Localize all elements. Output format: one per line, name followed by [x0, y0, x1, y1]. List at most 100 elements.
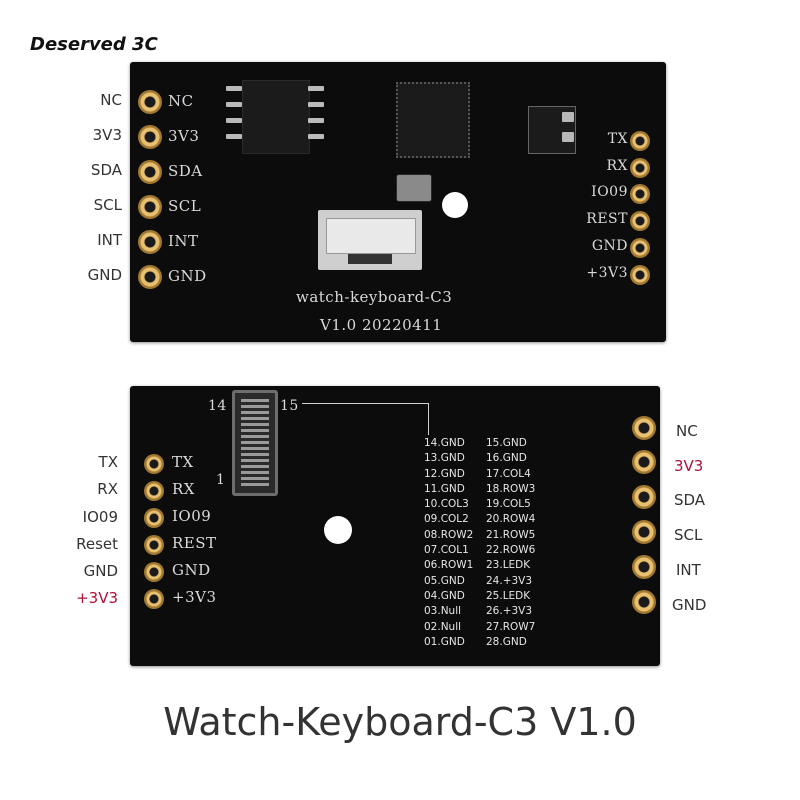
pinmap-entry: 11.GND: [424, 482, 465, 495]
chip-pin: [308, 102, 324, 107]
top-right-pad-tx: [630, 131, 650, 151]
top-soic-chip: [242, 80, 310, 154]
chip-pin: [226, 134, 242, 139]
bottom-pad-rx: [144, 481, 164, 501]
top-right-silk-3v3: +3V3: [586, 265, 628, 281]
top-pad-scl: [138, 195, 162, 219]
top-board: NC 3V3 SDA SCL INT GND watch-keyboard-C3…: [130, 62, 666, 342]
bottom-pad-tx: [144, 454, 164, 474]
pinmap-entry: 23.LEDK: [486, 559, 531, 572]
chip-pin: [308, 86, 324, 91]
bottom-silk-rx: RX: [172, 480, 195, 498]
pinmap-entry: 26.+3V3: [486, 605, 533, 618]
pinmap-right-column: 15.GND 16.GND 17.COL4 18.ROW3 19.COL5 20…: [486, 436, 535, 650]
top-left-label-scl: SCL: [93, 196, 122, 214]
top-pad-sda: [138, 160, 162, 184]
pinmap-entry: 05.GND: [424, 574, 465, 587]
top-right-pad-rest: [630, 211, 650, 231]
pinmap-entry: 17.COL4: [486, 467, 531, 480]
bottom-silk-io09: IO09: [172, 507, 212, 525]
pinmap-entry: 24.+3V3: [486, 574, 533, 587]
pinmap-entry: 18.ROW3: [486, 482, 536, 495]
leader-line: [428, 403, 429, 435]
pinmap-entry: 15.GND: [486, 437, 527, 449]
pinmap-entry: 06.ROW1: [424, 559, 474, 572]
pinmap-entry: 12.GND: [424, 467, 465, 480]
bottom-pad-gnd: [144, 562, 164, 582]
top-right-silk-tx: TX: [607, 131, 628, 147]
bottom-right-pad-gnd: [632, 590, 656, 614]
chip-pin: [308, 134, 324, 139]
chip-pin: [226, 102, 242, 107]
bottom-board: TX RX IO09 REST GND +3V3 14 15 1 14.GND …: [130, 386, 660, 666]
top-pad-3v3: [138, 125, 162, 149]
pinmap-entry: 27.ROW7: [486, 620, 536, 633]
chip-pin: [226, 118, 242, 123]
bottom-left-label-rx: RX: [97, 480, 118, 498]
pinmap-entry: 28.GND: [486, 635, 527, 648]
top-right-pad-io09: [630, 184, 650, 204]
bottom-right-pad-sda: [632, 485, 656, 509]
bottom-mounting-hole: [324, 516, 352, 544]
pinmap-entry: 19.COL5: [486, 498, 531, 511]
pinmap-entry: 09.COL2: [424, 513, 469, 526]
top-pad-int: [138, 230, 162, 254]
bottom-silk-tx: TX: [172, 453, 194, 471]
bottom-silk-gnd: GND: [172, 561, 211, 579]
pinmap-entry: 04.GND: [424, 589, 465, 602]
top-right-silk-io09: IO09: [591, 184, 628, 200]
top-right-pad-gnd: [630, 238, 650, 258]
pinmap-entry: 22.ROW6: [486, 544, 536, 557]
top-silk-3v3: 3V3: [168, 127, 200, 145]
pinmap-entry: 03.Null: [424, 605, 462, 618]
bottom-right-label-nc: NC: [676, 422, 698, 440]
bottom-right-pad-3v3: [632, 450, 656, 474]
bottom-right-label-int: INT: [676, 561, 701, 579]
chip-pin: [226, 86, 242, 91]
top-silk-scl: SCL: [168, 197, 202, 215]
top-fpc-connector: [318, 210, 422, 270]
pinmap-entry: 20.ROW4: [486, 513, 536, 526]
top-right-silk-gnd: GND: [591, 238, 628, 254]
bottom-left-label-io09: IO09: [82, 508, 118, 526]
top-right-pad-rx: [630, 158, 650, 178]
top-mounting-hole: [442, 192, 468, 218]
bottom-silk-rest: REST: [172, 534, 217, 552]
bottom-silk-3v3: +3V3: [172, 588, 217, 606]
bottom-left-label-tx: TX: [98, 453, 118, 471]
bottom-left-label-3v3: +3V3: [76, 589, 118, 607]
bottom-left-label-reset: Reset: [76, 535, 118, 553]
b2b-pins: [241, 399, 269, 487]
pinmap-entry: 14.GND: [424, 437, 465, 449]
pinmap-left-column: 14.GND 13.GND 12.GND 11.GND 10.COL3 09.C…: [424, 436, 473, 650]
chip-pin: [308, 118, 324, 123]
top-right-silk-rest: REST: [586, 211, 628, 227]
top-silk-sda: SDA: [168, 162, 203, 180]
pinmap-entry: 02.Null: [424, 620, 462, 633]
bottom-right-pad-int: [632, 555, 656, 579]
top-left-label-sda: SDA: [90, 161, 122, 179]
top-board-name: watch-keyboard-C3: [296, 288, 453, 306]
bottom-pad-io09: [144, 508, 164, 528]
pinmap-entry: 13.GND: [424, 452, 465, 465]
regulator-pin: [562, 132, 574, 142]
bottom-right-label-gnd: GND: [672, 596, 707, 614]
pinmap-entry: 21.ROW5: [486, 528, 536, 541]
pinmap-entry: 08.ROW2: [424, 528, 474, 541]
bottom-right-label-sda: SDA: [674, 491, 706, 509]
bottom-right-pad-scl: [632, 520, 656, 544]
bottom-b2b-connector: [232, 390, 278, 496]
top-silk-gnd: GND: [168, 267, 207, 285]
top-left-label-int: INT: [97, 231, 122, 249]
top-silk-int: INT: [168, 232, 199, 250]
top-left-label-nc: NC: [100, 91, 122, 109]
top-crystal: [396, 174, 432, 202]
leader-line: [302, 403, 428, 404]
pinmap-entry: 07.COL1: [424, 544, 469, 557]
bottom-left-label-gnd: GND: [83, 562, 118, 580]
brand-watermark: Deserved 3C: [30, 34, 158, 55]
pinmap-entry: 25.LEDK: [486, 589, 531, 602]
top-board-version: V1.0 20220411: [320, 316, 443, 334]
connector-mark-14: 14: [208, 398, 227, 414]
pinmap-entry: 16.GND: [486, 452, 527, 465]
